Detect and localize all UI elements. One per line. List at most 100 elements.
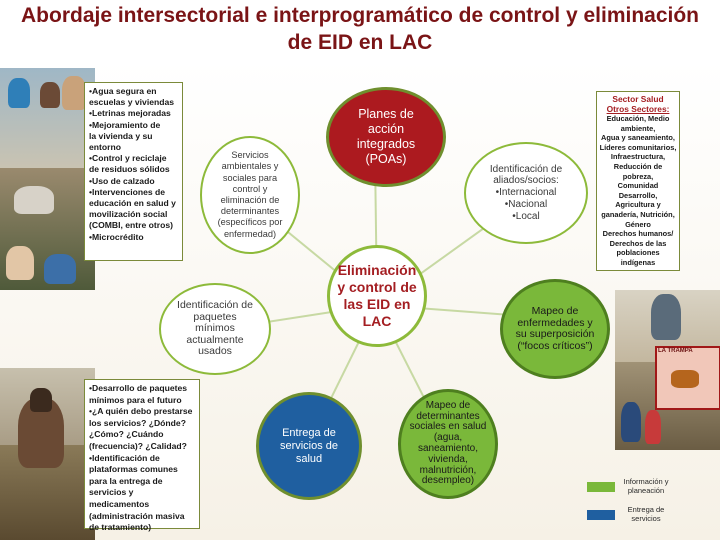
interventions-line: •Letrinas mejoradas (89, 108, 171, 119)
node-environmental-services: Servicios ambientales y sociales para co… (200, 136, 300, 254)
photo-right (615, 290, 720, 450)
interventions-line: •Intervenciones de (89, 186, 166, 197)
interventions-line: educación en salud y (89, 198, 176, 209)
node-line: sociales en salud (409, 421, 487, 433)
sectors-heading: Otros Sectores: (606, 104, 670, 114)
packages-line: de tratamiento) (89, 522, 152, 533)
node-current-packages: Identificación de paquetes mínimos actua… (159, 283, 271, 375)
packages-line: plataformas comunes (89, 464, 178, 475)
node-line: Servicios (231, 150, 269, 161)
node-line: malnutrición, (419, 464, 477, 476)
sectors-line: Desarrollo, (618, 190, 658, 200)
sectors-line: Derechos humanos/ (602, 229, 674, 239)
sign-text: LA TRAMPA (658, 348, 693, 354)
packages-line: ¿Cómo? ¿Cuándo (89, 429, 164, 440)
sectors-line: Reducción de (613, 161, 663, 171)
sectors-line: Educación, Medio (606, 114, 670, 123)
packages-line: mínimos para el futuro (89, 394, 182, 405)
node-line: vivienda, (428, 453, 468, 465)
sectors-line: Agua y saneamiento, (601, 133, 675, 143)
legend-swatch-delivery (587, 510, 615, 520)
interventions-line: de residuos sólidos (89, 164, 170, 175)
interventions-line: entorno (89, 142, 121, 153)
interventions-line: •Microcrédito (89, 231, 144, 242)
center-line: y control de (337, 279, 417, 295)
interventions-line: escuelas y viviendas (89, 97, 175, 108)
interventions-box: •Agua segura en escuelas y viviendas •Le… (84, 82, 183, 261)
node-line: acción (367, 122, 405, 136)
center-line: las EID en (343, 296, 411, 312)
packages-line: para la entrega de (89, 475, 163, 486)
interventions-line: •Uso de calzado (89, 175, 155, 186)
node-line: (“focos críticos”) (517, 339, 593, 352)
node-line: ambientales y (221, 161, 279, 172)
legend-line: Información y (623, 477, 669, 486)
node-partners: Identificación de aliados/socios: •Inter… (464, 142, 588, 244)
node-line: (específicos por (217, 217, 283, 228)
node-line: Mapeo de (425, 399, 471, 411)
sectors-line: ambiente, (620, 123, 656, 133)
interventions-line: la vivienda y su (89, 130, 153, 141)
node-line: salud (295, 452, 323, 465)
node-line: •Internacional (495, 187, 557, 199)
node-line: aliados/socios: (493, 175, 559, 187)
node-line: saneamiento, (417, 443, 479, 454)
sectors-heading: Sector Salud (612, 94, 664, 104)
node-line: control y (232, 183, 268, 194)
node-line: Identificación de (489, 163, 563, 175)
interventions-line: •Control y reciclaje (89, 153, 167, 164)
packages-line: (frecuencia)? ¿Calidad? (89, 440, 187, 451)
legend-line: Entrega de (627, 505, 665, 514)
photo-top-left (0, 68, 95, 290)
node-central-goal: Eliminación y control de las EID en LAC (327, 245, 427, 347)
node-line: (agua, (433, 432, 463, 444)
node-line: determinantes (220, 206, 280, 217)
legend-label-planning: Información y planeación (614, 477, 678, 495)
center-line: Eliminación (337, 262, 417, 278)
node-line: usados (198, 345, 232, 358)
title-line-2: de EID en LAC (287, 31, 433, 54)
node-line: su superposición (515, 328, 595, 340)
packages-line: •Identificación de (89, 452, 160, 463)
legend-line: servicios (631, 514, 661, 523)
legend-label-delivery: Entrega de servicios (614, 505, 678, 523)
node-line: Entrega de (282, 426, 336, 439)
packages-line: (administración masiva (89, 510, 185, 521)
node-integrated-plans: Planes de acción integrados (POAs) (326, 87, 446, 187)
sectors-line: poblaciones indígenas (616, 248, 660, 267)
node-line: desempleo) (421, 475, 475, 487)
node-line: •Nacional (504, 198, 548, 210)
legend-swatch-planning (587, 482, 615, 492)
interventions-line: (COMBI, entre otros) (89, 220, 174, 231)
node-line: mínimos (195, 322, 235, 335)
sectors-line: Derechos de las (609, 238, 667, 248)
node-line: (POAs) (365, 152, 407, 166)
node-line: actualmente (186, 333, 244, 346)
center-line: LAC (362, 313, 392, 329)
node-disease-mapping: Mapeo de enfermedades y su superposición… (500, 279, 610, 379)
photo-bottom-left (0, 368, 95, 540)
interventions-line: •Mejoramiento de (89, 119, 161, 130)
node-line: paquetes (193, 310, 237, 323)
packages-line: •Desarrollo de paquetes (89, 383, 188, 393)
sectors-line: Comunidad (617, 181, 659, 191)
packages-line: •¿A quién debo prestarse (89, 406, 193, 417)
node-line: servicios de (279, 439, 339, 452)
interventions-line: •Agua segura en (89, 86, 157, 96)
packages-box: •Desarrollo de paquetes mínimos para el … (84, 379, 200, 532)
node-line: Identificación de (177, 299, 253, 312)
sectors-line: Infraestructura, (610, 152, 666, 162)
sectors-line: Agricultura y (615, 200, 661, 210)
sign-board (655, 346, 720, 410)
packages-line: los servicios? ¿Dónde? (89, 417, 186, 428)
sectors-line: ganadería, Nutrición, (601, 209, 675, 219)
node-line: Planes de (358, 107, 414, 121)
sectors-line: pobreza, (622, 171, 654, 181)
legend-line: planeación (627, 486, 665, 495)
node-social-determinants: Mapeo de determinantes sociales en salud… (398, 389, 498, 499)
sectors-box: Sector Salud Otros Sectores: Educación, … (596, 91, 680, 271)
node-line: •Local (512, 210, 540, 222)
interventions-line: movilización social (89, 209, 168, 220)
node-line: integrados (356, 137, 416, 151)
node-line: determinantes (416, 410, 480, 422)
